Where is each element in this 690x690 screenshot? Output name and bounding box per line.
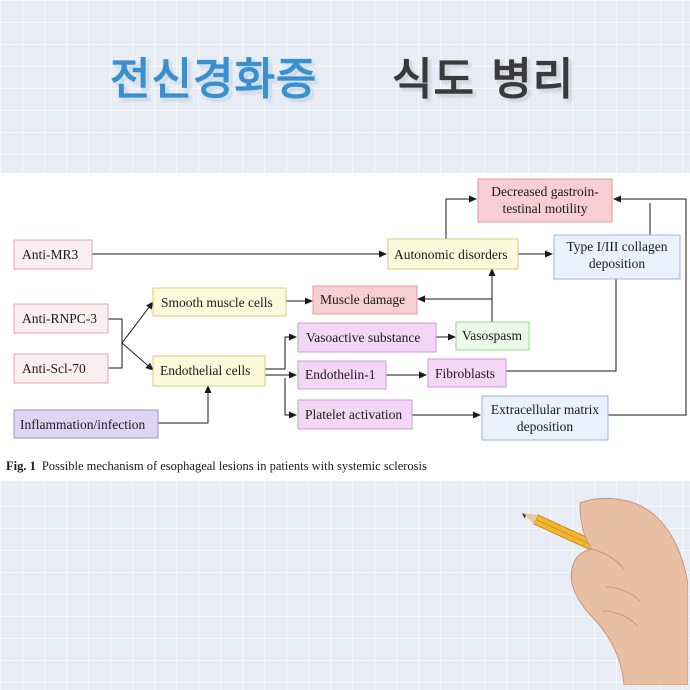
node-label: Endothelin-1 xyxy=(305,367,376,382)
node-extracellular-matrix: Extracellular matrix deposition xyxy=(481,395,609,441)
edge-to-smooth-muscle xyxy=(121,301,154,344)
node-label: Anti-RNPC-3 xyxy=(22,311,97,326)
node-decreased-motility: Decreased gastroin- testinal motility xyxy=(477,178,613,223)
node-label-line-1: Type I/III collagen xyxy=(566,239,667,254)
node-label: Endothelial cells xyxy=(160,363,250,378)
connectors xyxy=(92,195,687,424)
node-inflammation: Inflammation/infection xyxy=(13,409,159,439)
node-label: Fibroblasts xyxy=(435,366,495,381)
node-label: Anti-MR3 xyxy=(22,247,79,262)
node-collagen-deposition: Type I/III collagen deposition xyxy=(553,234,681,280)
node-label: Inflammation/infection xyxy=(20,417,145,432)
node-label-line-2: deposition xyxy=(589,256,645,271)
node-vasoactive-substance: Vasoactive substance xyxy=(297,322,437,353)
node-label: Autonomic disorders xyxy=(394,247,508,262)
node-endothelin-1: Endothelin-1 xyxy=(297,360,387,390)
edge-to-vasoactive xyxy=(265,333,297,370)
figure-number: Fig. 1 xyxy=(6,459,36,473)
edge-inflammation-endothelial xyxy=(158,385,212,424)
node-label-line-2: testinal motility xyxy=(502,201,587,216)
edge-to-endothelial xyxy=(121,342,154,371)
title-systemic-sclerosis: 전신경화증 xyxy=(110,54,318,105)
node-muscle-damage: Muscle damage xyxy=(312,285,418,315)
node-smooth-muscle-cells: Smooth muscle cells xyxy=(152,287,287,317)
node-fibroblasts: Fibroblasts xyxy=(427,358,507,388)
node-label: Muscle damage xyxy=(320,292,405,307)
bracket-antibodies xyxy=(108,318,123,369)
node-label: Anti-Scl-70 xyxy=(22,361,86,376)
edge-fibroblasts-collagen xyxy=(506,270,620,372)
node-anti-scl70: Anti-Scl-70 xyxy=(13,353,109,384)
node-endothelial-cells: Endothelial cells xyxy=(152,355,266,387)
figure-caption-text: Possible mechanism of esophageal lesions… xyxy=(41,459,427,473)
title-esophageal-pathology: 식도 병리 xyxy=(392,54,575,105)
node-label: Platelet activation xyxy=(305,407,402,422)
diagram-panel: Anti-MR3 Anti-RNPC-3 Anti-Scl-70 Inflamm… xyxy=(0,173,690,481)
hand-icon xyxy=(570,497,688,685)
node-label: Vasoactive substance xyxy=(306,330,420,345)
node-anti-mr3: Anti-MR3 xyxy=(13,239,93,270)
node-label-line-2: deposition xyxy=(517,419,573,434)
figure-caption: Fig. 1 Possible mechanism of esophageal l… xyxy=(6,459,427,474)
node-label-line-1: Decreased gastroin- xyxy=(491,184,599,199)
edge-to-platelet xyxy=(284,378,297,419)
node-anti-rnpc3: Anti-RNPC-3 xyxy=(13,303,109,334)
mechanism-diagram: Anti-MR3 Anti-RNPC-3 Anti-Scl-70 Inflamm… xyxy=(13,178,687,441)
node-label: Vasospasm xyxy=(462,328,522,343)
node-label-line-1: Extracellular matrix xyxy=(491,402,600,417)
page-title: 전신경화증 식도 병리 xyxy=(0,50,690,120)
node-vasospasm: Vasospasm xyxy=(455,321,530,351)
node-label: Smooth muscle cells xyxy=(161,295,273,310)
node-platelet-activation: Platelet activation xyxy=(297,399,413,430)
node-autonomic-disorders: Autonomic disorders xyxy=(387,238,519,270)
hand-with-pencil-illustration xyxy=(522,497,688,685)
edge-ecm-decreased xyxy=(608,195,687,416)
edge-autonomic-decreased xyxy=(445,195,477,239)
